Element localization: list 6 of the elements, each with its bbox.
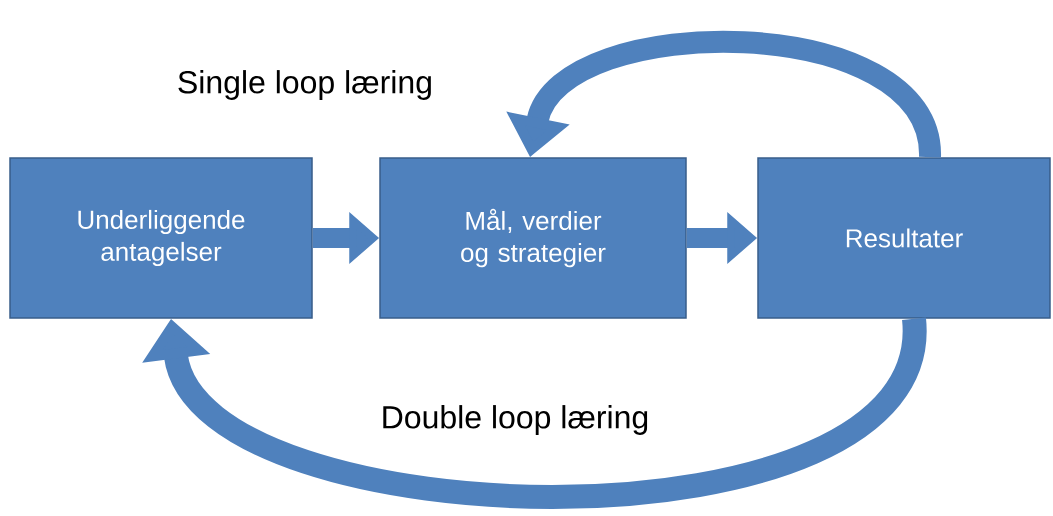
process-box: Resultater	[757, 157, 1051, 319]
process-box: Mål, verdier og strategier	[379, 157, 687, 319]
arrow	[142, 316, 926, 509]
edge-label: Single loop læring	[178, 70, 431, 100]
edge-label: Double loop læring	[383, 405, 648, 435]
process-box: Underliggende antagelser	[9, 157, 313, 319]
